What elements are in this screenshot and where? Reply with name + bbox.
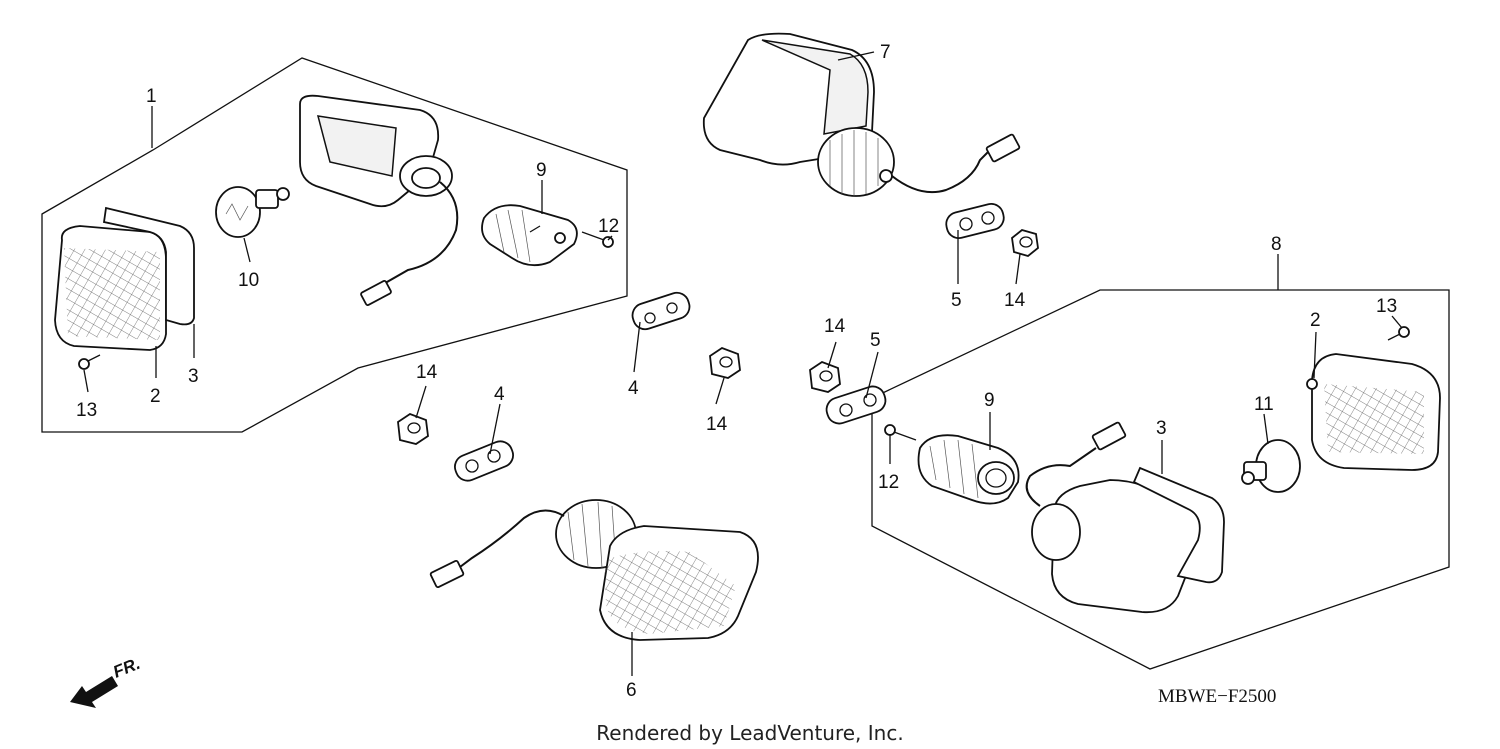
nut-part-14-left[interactable] [397,412,429,445]
turn-signal-part-7[interactable] [702,32,895,197]
wire-top [891,149,991,194]
callout-4-center: 4 [628,378,639,399]
callout-12-right: 12 [878,472,899,493]
spacer-part-4-left[interactable] [451,438,516,485]
callout-13-right: 13 [1376,296,1397,317]
screw-part-13-left[interactable] [78,354,101,370]
signal-housing-right[interactable] [1031,479,1204,614]
signal-housing-left[interactable] [299,94,453,208]
lens-part-2-left[interactable] [54,225,167,351]
socket-cover-part-9-left[interactable] [481,204,578,267]
socket-cover-part-9-right[interactable] [917,434,1020,505]
callout-6: 6 [626,680,637,701]
callout-3-left: 3 [188,366,199,387]
nut-part-14-right[interactable] [809,360,841,393]
connector-bottom [429,560,465,588]
gasket-part-3-right[interactable] [1132,466,1225,584]
callout-9-left: 9 [536,160,547,181]
callout-2-right: 2 [1310,310,1321,331]
callout-5-right: 5 [870,330,881,351]
bulb-part-10[interactable] [215,186,290,238]
callout-14-right: 14 [824,316,846,337]
screw-part-13-right[interactable] [1387,326,1410,341]
callout-8: 8 [1271,234,1282,255]
diagram-code: MBWE−F2500 [1158,686,1276,707]
callout-10: 10 [238,270,259,291]
front-arrow-icon [70,676,118,708]
connector-right [1091,421,1127,451]
wire-right [1025,447,1097,507]
callout-11: 11 [1254,394,1274,415]
front-label: FR. [110,654,143,682]
callout-4-left: 4 [494,384,505,405]
callout-labels: 1 2 3 13 10 9 12 7 5 14 8 13 2 4 14 14 5… [76,42,1397,701]
front-direction-indicator: FR. [70,654,143,708]
callout-12-left: 12 [598,216,619,237]
spacer-part-4-center[interactable] [629,290,692,333]
callout-5-top: 5 [951,290,962,311]
callout-14-center: 14 [706,414,728,435]
spacer-part-5-right[interactable] [823,383,888,426]
turn-signal-part-6[interactable] [555,499,759,641]
callout-9-right: 9 [984,390,995,411]
callout-1: 1 [146,86,157,107]
screw-part-12-left[interactable] [581,231,614,248]
wire-bottom [455,509,565,571]
nut-part-14-center[interactable] [709,346,741,379]
callout-7: 7 [880,42,891,63]
connector-top [985,133,1021,163]
lens-part-2-right[interactable] [1306,353,1441,471]
callout-14-left: 14 [416,362,438,383]
callout-2-left: 2 [150,386,161,407]
callout-13-left: 13 [76,400,97,421]
gasket-part-3-left[interactable] [102,206,195,326]
spacer-part-5-top[interactable] [944,201,1007,240]
leader-lines [83,51,1403,676]
callout-14-top: 14 [1004,290,1026,311]
bulb-part-11[interactable] [1241,439,1301,493]
nut-part-14-top[interactable] [1011,229,1039,257]
assembly-1-outline [41,57,628,433]
render-credit: Rendered by LeadVenture, Inc. [596,721,903,745]
callout-3-right: 3 [1156,418,1167,439]
wire-left [379,181,459,287]
connector-left [360,280,392,306]
